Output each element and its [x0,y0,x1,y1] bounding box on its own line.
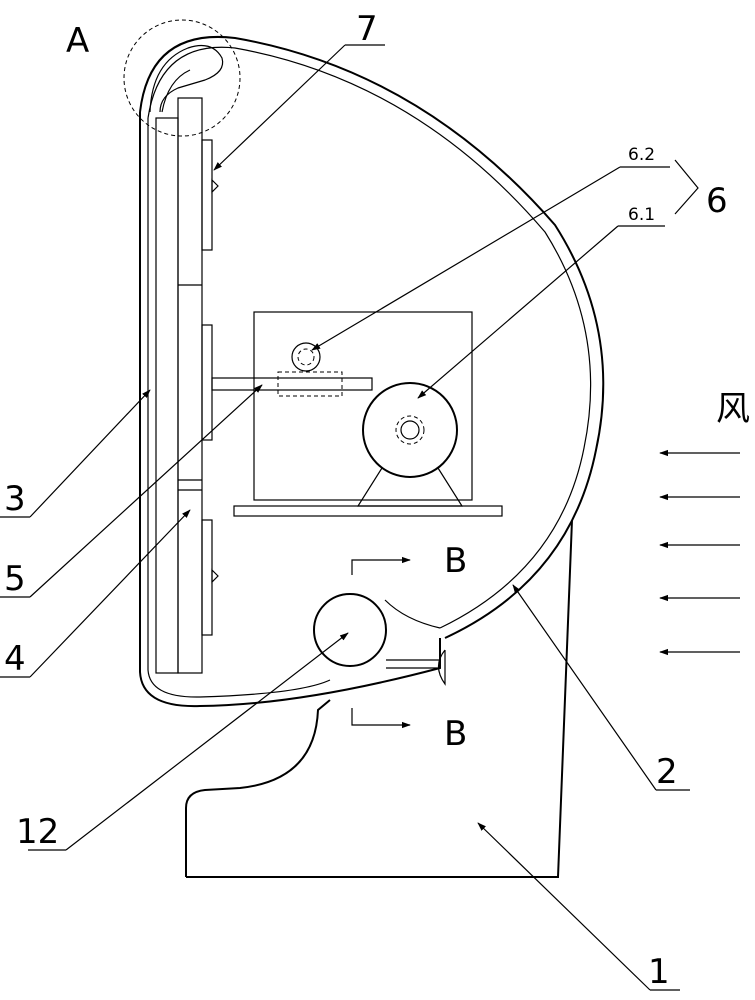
leader-2 [513,585,690,791]
section-b-top-marker [351,556,411,575]
shaft-coupling [277,371,343,397]
side-plate-bottom [201,519,213,636]
motor-6-1 [362,382,458,478]
label-part-6: 6 [706,181,728,221]
housing-outer-shell [139,36,605,639]
label-part-3: 3 [4,479,26,519]
housing-inner-shell [147,46,592,629]
label-part-2: 2 [656,752,678,792]
clip-bottom [211,568,219,584]
label-part-1: 1 [648,952,670,992]
panel-4 [177,97,203,674]
section-b-bottom-marker [351,708,411,729]
side-plate-mid [201,324,213,441]
label-part-5: 5 [4,559,26,599]
label-view-a: A [66,21,89,61]
clip-top [211,178,219,194]
label-wind: 风 [716,389,750,429]
housing-duct-upper-curve [384,599,441,629]
leader-6-2 [312,166,670,350]
leader-3 [0,390,150,518]
leader-12 [28,633,348,851]
leader-4 [0,510,190,678]
detail-circle-a [123,19,241,137]
label-section-b-bottom: B [444,714,467,754]
motor-box [253,311,473,501]
base-outline [185,519,573,878]
label-part-6-2: 6.2 [628,145,655,165]
leader-5 [0,385,262,598]
label-part-6-1: 6.1 [628,205,655,225]
label-part-4: 4 [4,639,26,679]
motor-stand [356,467,464,507]
housing-bottom-duct [139,112,441,708]
roller-12 [313,593,387,667]
leader-1 [478,823,680,991]
motor-base-plate [233,505,503,517]
bracket-6 [674,159,699,215]
small-roller [437,649,446,686]
hook-detail [149,45,224,113]
housing-bottom-inner [147,118,331,698]
frame-3 [155,117,179,674]
leader-6-1 [418,225,665,398]
shaft-5 [211,377,373,391]
label-section-b-top: B [444,541,467,581]
side-plate-top [201,139,213,251]
leader-7 [214,44,385,170]
label-part-7: 7 [356,9,378,49]
label-part-12: 12 [16,812,59,852]
